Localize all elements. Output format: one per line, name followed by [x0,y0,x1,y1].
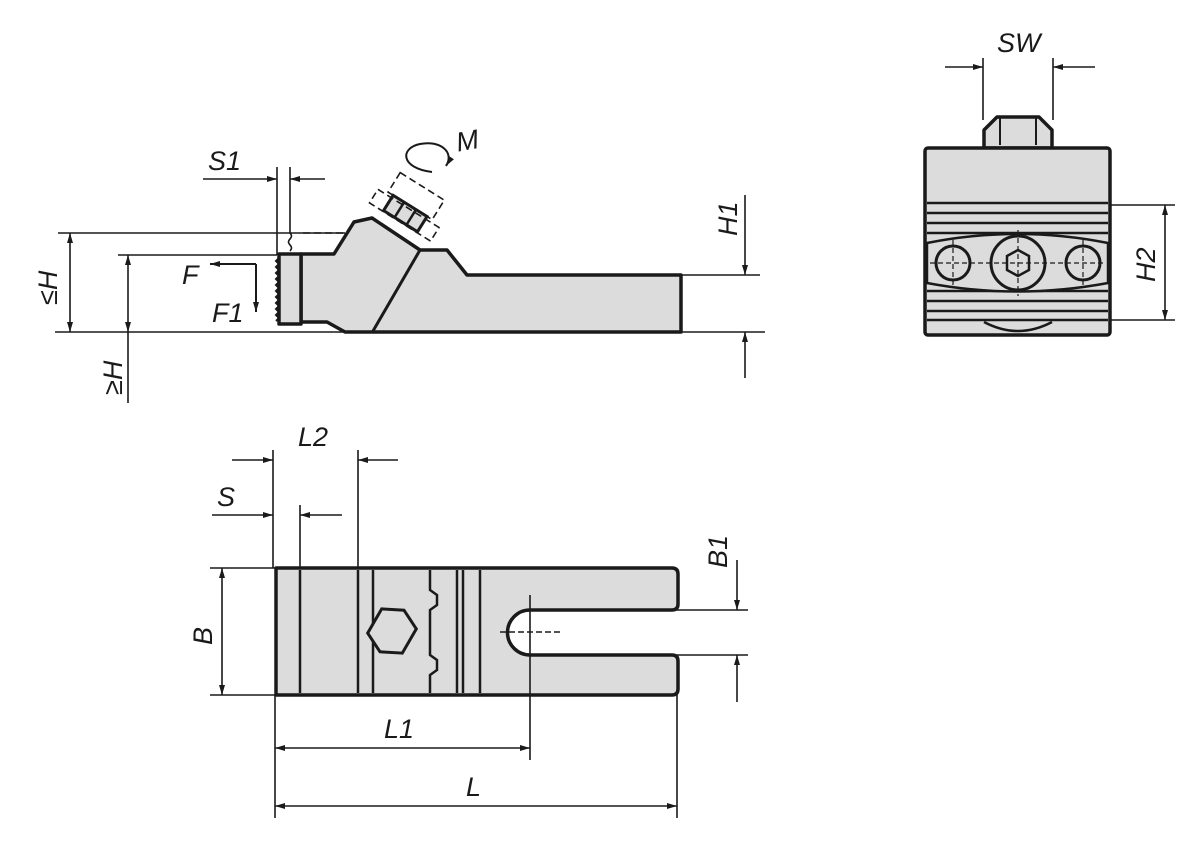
label-SW: SW [997,28,1043,58]
hex-nut-top [365,607,419,655]
label-M: M [454,124,482,158]
label-S1: S1 [208,146,241,176]
label-B: B [188,627,218,645]
clamp-body [299,216,683,334]
clamp-top-body [274,566,680,697]
front-view: SW H2 [923,28,1175,337]
label-H2: H2 [1131,247,1161,282]
label-H1: H1 [713,201,743,236]
bottom-arc [983,320,1053,333]
hex-bolt-head [982,115,1054,150]
label-L2: L2 [298,422,328,452]
moment-arrow [405,142,454,173]
label-le-H: ≤H [33,270,63,305]
top-view: L2 S B B1 L1 [188,422,748,818]
jaw-teeth [274,257,281,322]
break-line [287,232,293,252]
label-L1: L1 [384,714,414,744]
label-F1: F1 [212,298,244,328]
label-F: F [182,260,200,290]
label-ge-H: ≥H [98,360,128,395]
hex-socket-icon [1005,248,1031,278]
side-view: M S1 F F1 ≤H ≥H H1 [33,124,765,403]
top-view-edges [298,570,482,693]
label-S: S [217,482,235,512]
label-L: L [466,772,481,802]
label-B1: B1 [703,535,733,568]
body-bevel-edge [371,249,422,332]
hex-nut-side [368,171,446,243]
serrated-jaw [277,252,303,326]
center-lines [930,230,1106,296]
